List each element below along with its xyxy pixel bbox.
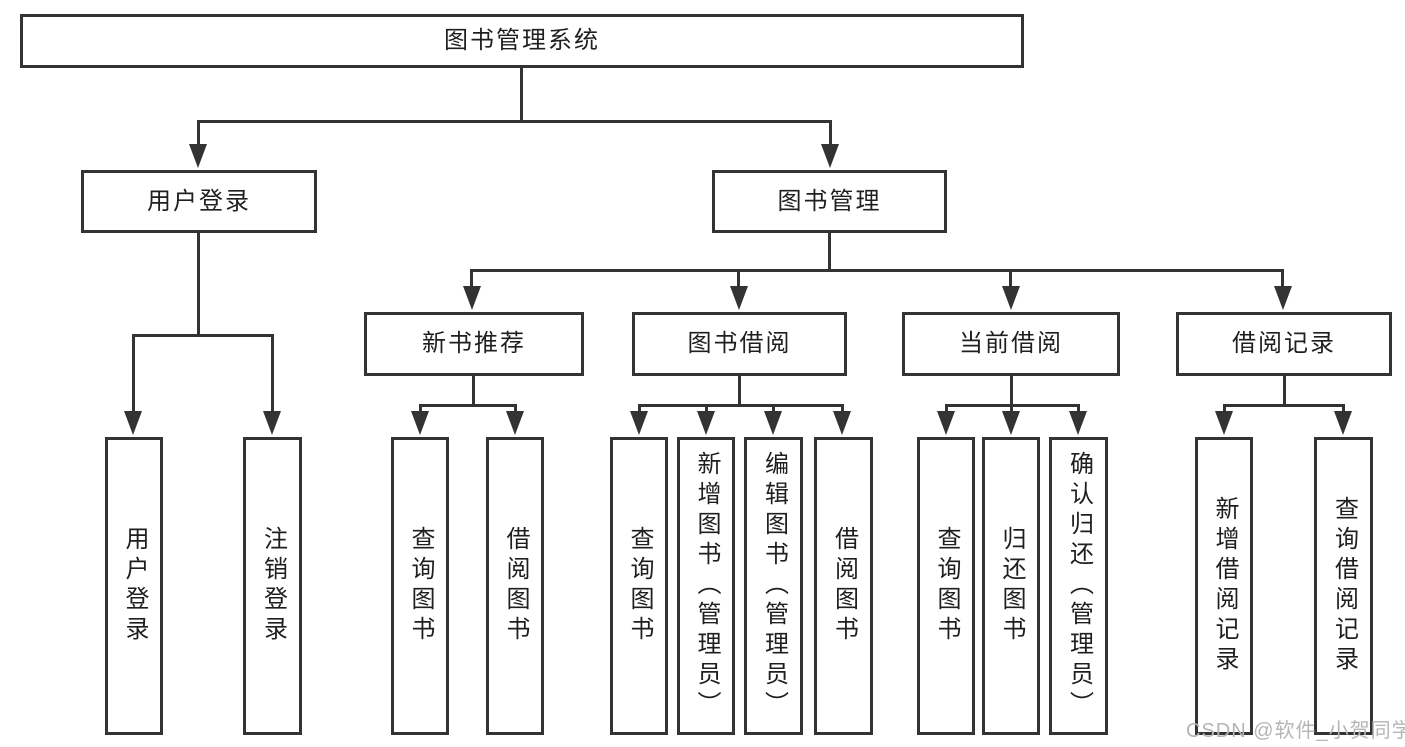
node-label-leaf-borrow-book-2: 借阅图书 xyxy=(830,526,858,646)
node-label-leaf-add-book: 新增图书（管理员） xyxy=(693,451,720,721)
node-leaf-borrow-book-1: 借阅图书 xyxy=(486,437,544,735)
connector-line xyxy=(520,67,523,122)
node-leaf-add-book: 新增图书（管理员） xyxy=(677,437,735,735)
arrowhead-down-icon xyxy=(1002,411,1020,435)
node-label-borrow-records: 借阅记录 xyxy=(1232,330,1336,357)
node-label-root: 图书管理系统 xyxy=(444,27,600,54)
connector-line xyxy=(197,120,200,148)
node-book-management: 图书管理 xyxy=(712,170,947,233)
connector-line xyxy=(419,404,517,407)
connector-line xyxy=(1010,404,1013,413)
node-label-leaf-edit-book: 编辑图书（管理员） xyxy=(760,451,788,721)
node-book-borrow: 图书借阅 xyxy=(632,312,847,376)
node-label-new-book-recommend: 新书推荐 xyxy=(422,330,526,357)
connector-line xyxy=(638,404,843,407)
connector-line xyxy=(638,404,641,413)
arrowhead-down-icon xyxy=(506,411,524,435)
connector-line xyxy=(841,404,844,413)
connector-line xyxy=(1010,376,1013,407)
node-user-login: 用户登录 xyxy=(81,170,317,233)
node-leaf-logout: 注销登录 xyxy=(243,437,302,735)
node-label-leaf-logout: 注销登录 xyxy=(259,526,287,646)
arrowhead-down-icon xyxy=(124,411,142,435)
node-new-book-recommend: 新书推荐 xyxy=(364,312,584,376)
connector-line xyxy=(1283,376,1286,407)
connector-line xyxy=(1342,404,1345,413)
node-leaf-confirm-return: 确认归还（管理员） xyxy=(1049,437,1108,735)
node-label-leaf-borrow-book-1: 借阅图书 xyxy=(502,526,529,646)
node-label-book-management: 图书管理 xyxy=(777,187,882,215)
arrowhead-down-icon xyxy=(821,144,839,168)
connector-line xyxy=(828,233,831,271)
node-root: 图书管理系统 xyxy=(20,14,1024,68)
connector-line xyxy=(705,404,708,413)
node-label-user-login: 用户登录 xyxy=(147,187,251,215)
arrowhead-down-icon xyxy=(1069,411,1087,435)
arrowhead-down-icon xyxy=(1274,286,1292,310)
arrowhead-down-icon xyxy=(1334,411,1352,435)
node-label-leaf-user-login: 用户登录 xyxy=(121,526,148,646)
connector-line xyxy=(514,404,517,413)
arrowhead-down-icon xyxy=(1002,286,1020,310)
connector-line xyxy=(1281,269,1284,287)
node-label-leaf-add-borrow-record: 新增借阅记录 xyxy=(1211,496,1238,676)
node-label-leaf-confirm-return: 确认归还（管理员） xyxy=(1065,451,1093,721)
connector-line xyxy=(1009,269,1012,287)
connector-line xyxy=(829,120,832,148)
node-leaf-user-login: 用户登录 xyxy=(105,437,163,735)
connector-line xyxy=(470,269,473,287)
arrowhead-down-icon xyxy=(463,286,481,310)
connector-line xyxy=(470,269,1284,272)
arrowhead-down-icon xyxy=(730,286,748,310)
connector-line xyxy=(419,404,422,413)
node-current-borrow: 当前借阅 xyxy=(902,312,1120,376)
node-leaf-query-borrow-record: 查询借阅记录 xyxy=(1314,437,1373,735)
node-leaf-edit-book: 编辑图书（管理员） xyxy=(744,437,803,735)
arrowhead-down-icon xyxy=(263,411,281,435)
arrowhead-down-icon xyxy=(937,411,955,435)
arrowhead-down-icon xyxy=(411,411,429,435)
connector-line xyxy=(1077,404,1080,413)
connector-line xyxy=(197,233,200,337)
arrowhead-down-icon xyxy=(833,411,851,435)
connector-line xyxy=(1223,404,1344,407)
connector-line xyxy=(132,334,135,414)
node-label-leaf-return-book: 归还图书 xyxy=(998,526,1025,646)
arrowhead-down-icon xyxy=(189,144,207,168)
node-label-leaf-query-book-1: 查询图书 xyxy=(407,526,434,646)
connector-line xyxy=(197,120,832,123)
connector-line xyxy=(472,376,475,407)
node-label-leaf-query-borrow-record: 查询借阅记录 xyxy=(1330,496,1358,676)
arrowhead-down-icon xyxy=(764,411,782,435)
node-borrow-records: 借阅记录 xyxy=(1176,312,1392,376)
connector-line xyxy=(945,404,948,413)
node-label-leaf-query-book-2: 查询图书 xyxy=(626,526,653,646)
node-leaf-return-book: 归还图书 xyxy=(982,437,1040,735)
connector-line xyxy=(1223,404,1226,413)
node-leaf-borrow-book-2: 借阅图书 xyxy=(814,437,873,735)
node-leaf-query-book-2: 查询图书 xyxy=(610,437,668,735)
connector-line xyxy=(737,269,740,287)
node-leaf-query-book-1: 查询图书 xyxy=(391,437,449,735)
arrowhead-down-icon xyxy=(1215,411,1233,435)
connector-line xyxy=(271,334,274,414)
node-label-leaf-query-book-3: 查询图书 xyxy=(933,526,960,646)
arrowhead-down-icon xyxy=(697,411,715,435)
connector-line xyxy=(772,404,775,413)
connector-line xyxy=(132,334,274,337)
node-leaf-query-book-3: 查询图书 xyxy=(917,437,975,735)
node-label-book-borrow: 图书借阅 xyxy=(687,330,792,357)
csdn-watermark: CSDN @软件_小贺同学 xyxy=(1186,720,1405,742)
node-label-current-borrow: 当前借阅 xyxy=(959,330,1063,357)
arrowhead-down-icon xyxy=(630,411,648,435)
connector-line xyxy=(738,376,741,407)
node-leaf-add-borrow-record: 新增借阅记录 xyxy=(1195,437,1253,735)
